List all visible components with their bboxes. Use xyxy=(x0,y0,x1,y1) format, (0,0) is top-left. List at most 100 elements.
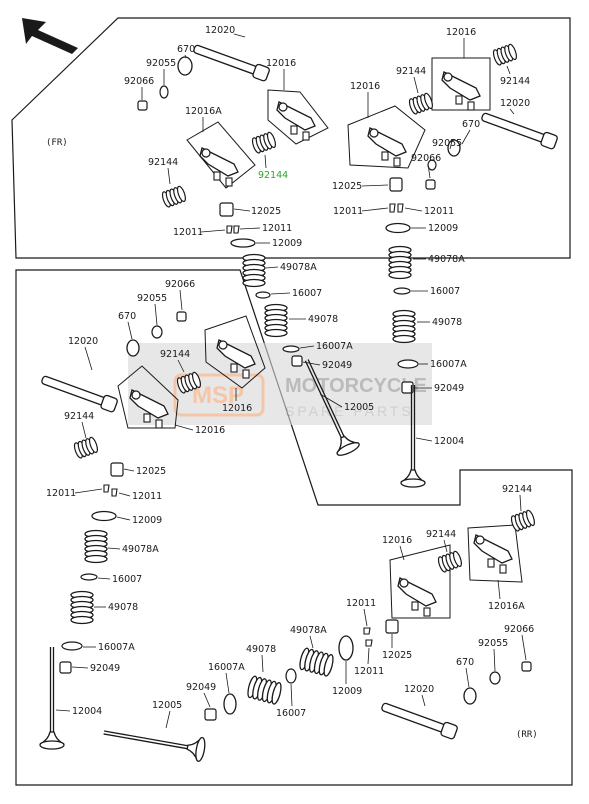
part-number-label: 49078A xyxy=(428,254,465,265)
part-number-label: 92055 xyxy=(478,638,508,649)
part-number-label: 12004 xyxy=(434,436,464,447)
rr-bottom-parts xyxy=(101,508,537,763)
washer xyxy=(151,325,163,339)
spring-inner xyxy=(245,674,284,706)
part-number-label: 12016 xyxy=(222,403,252,414)
spring xyxy=(407,91,435,116)
part-number-label: 49078 xyxy=(308,314,338,325)
part-number-label: 12011 xyxy=(262,223,292,234)
o-ring xyxy=(126,339,140,357)
seal xyxy=(401,381,414,394)
part-number-label: 12011 xyxy=(173,227,203,238)
fr-right-rocker-parts xyxy=(347,42,559,190)
rocker-arm xyxy=(473,534,513,574)
spring-outer xyxy=(84,529,108,564)
spring-inner xyxy=(264,303,288,338)
part-number-label: 16007A xyxy=(316,341,353,352)
retainer xyxy=(385,222,411,234)
part-number-label: 670 xyxy=(118,311,136,322)
seal xyxy=(204,708,217,721)
part-number-label: 92049 xyxy=(186,682,216,693)
part-number-label: 12011 xyxy=(132,491,162,502)
part-number-label: 12016 xyxy=(266,58,296,69)
plug xyxy=(176,311,187,322)
part-number-label: 92144 xyxy=(64,411,94,422)
seat-a xyxy=(223,693,237,715)
rocker-arm-a xyxy=(199,147,239,187)
spring-outer xyxy=(297,646,336,678)
spring-inner xyxy=(392,309,416,344)
part-number-label: 12011 xyxy=(333,206,363,217)
seat-a xyxy=(282,345,300,353)
part-number-label: 92049 xyxy=(434,383,464,394)
part-number-label: 49078A xyxy=(290,625,327,636)
part-number-label: 12025 xyxy=(251,206,281,217)
part-number-label: 12004 xyxy=(72,706,102,717)
part-number-label: 92066 xyxy=(124,76,154,87)
spring xyxy=(509,508,537,533)
o-ring xyxy=(463,687,477,705)
part-number-label: 12016 xyxy=(382,535,412,546)
part-number-label: 92049 xyxy=(90,663,120,674)
washer xyxy=(159,85,169,99)
seat xyxy=(255,291,271,299)
part-number-label: 12009 xyxy=(132,515,162,526)
spring-inner xyxy=(70,590,94,625)
part-number-label: 49078 xyxy=(246,644,276,655)
part-number-label: 12005 xyxy=(344,402,374,413)
rocker-arm xyxy=(367,127,407,167)
rr-left-labels: 92066 92055 670 12020 92144 12016 92144 … xyxy=(46,279,252,717)
part-number-label: 16007A xyxy=(208,662,245,673)
part-number-label: 49078A xyxy=(122,544,159,555)
retainer xyxy=(338,635,354,661)
part-number-label: 92144 xyxy=(160,349,190,360)
part-number-label: 12020 xyxy=(68,336,98,347)
part-number-label: 92049 xyxy=(322,360,352,371)
spring xyxy=(72,435,100,460)
highlighted-part-label: 92144 xyxy=(258,170,288,181)
spring xyxy=(160,184,188,209)
part-number-label: 16007A xyxy=(98,642,135,653)
seal xyxy=(291,355,303,367)
seat-a xyxy=(397,359,419,369)
spring xyxy=(436,549,464,574)
rocker-arm xyxy=(397,577,437,617)
collets xyxy=(363,627,373,647)
front-cylinder-frame xyxy=(11,17,571,259)
part-number-label: 92055 xyxy=(146,58,176,69)
part-number-label: 16007 xyxy=(430,286,460,297)
o-ring xyxy=(177,56,193,76)
part-number-label: 12016 xyxy=(195,425,225,436)
part-number-label: 12016 xyxy=(446,27,476,38)
rocker-arm xyxy=(441,71,481,111)
part-number-label: 12016A xyxy=(185,106,222,117)
part-number-label: 12020 xyxy=(404,684,434,695)
part-number-label: 12025 xyxy=(382,650,412,661)
part-number-label: 92144 xyxy=(148,157,178,168)
spring xyxy=(491,42,519,67)
fr-right-valve-parts xyxy=(385,177,426,488)
seat-a xyxy=(61,641,83,651)
part-number-label: 12005 xyxy=(152,700,182,711)
seal xyxy=(59,661,72,674)
watermark-line2: SPARE PARTS xyxy=(285,403,414,419)
part-number-label: 670 xyxy=(456,657,474,668)
part-number-label: 92066 xyxy=(165,279,195,290)
part-number-label: 12011 xyxy=(346,598,376,609)
plug xyxy=(521,661,532,672)
part-number-label: 12016 xyxy=(350,81,380,92)
watermark-line1: MOTORCYCLE xyxy=(285,375,427,397)
rr-left-parts xyxy=(39,311,266,750)
rocker-shaft xyxy=(479,109,559,151)
seat xyxy=(80,573,98,581)
part-number-label: 16007 xyxy=(276,708,306,719)
part-number-label: 12011 xyxy=(424,206,454,217)
fr-right-rocker-labels: 12016 12016 92144 92144 12020 670 92055 … xyxy=(350,27,530,179)
seat xyxy=(393,287,411,295)
part-number-label: 92144 xyxy=(396,66,426,77)
fr-left-valve-labels: 12025 12011 12011 12009 49078A 16007 490… xyxy=(173,206,374,413)
part-number-label: 92144 xyxy=(426,529,456,540)
rr-bottom-labels: 12005 92049 16007A 49078 16007 49078A 12… xyxy=(152,484,534,729)
